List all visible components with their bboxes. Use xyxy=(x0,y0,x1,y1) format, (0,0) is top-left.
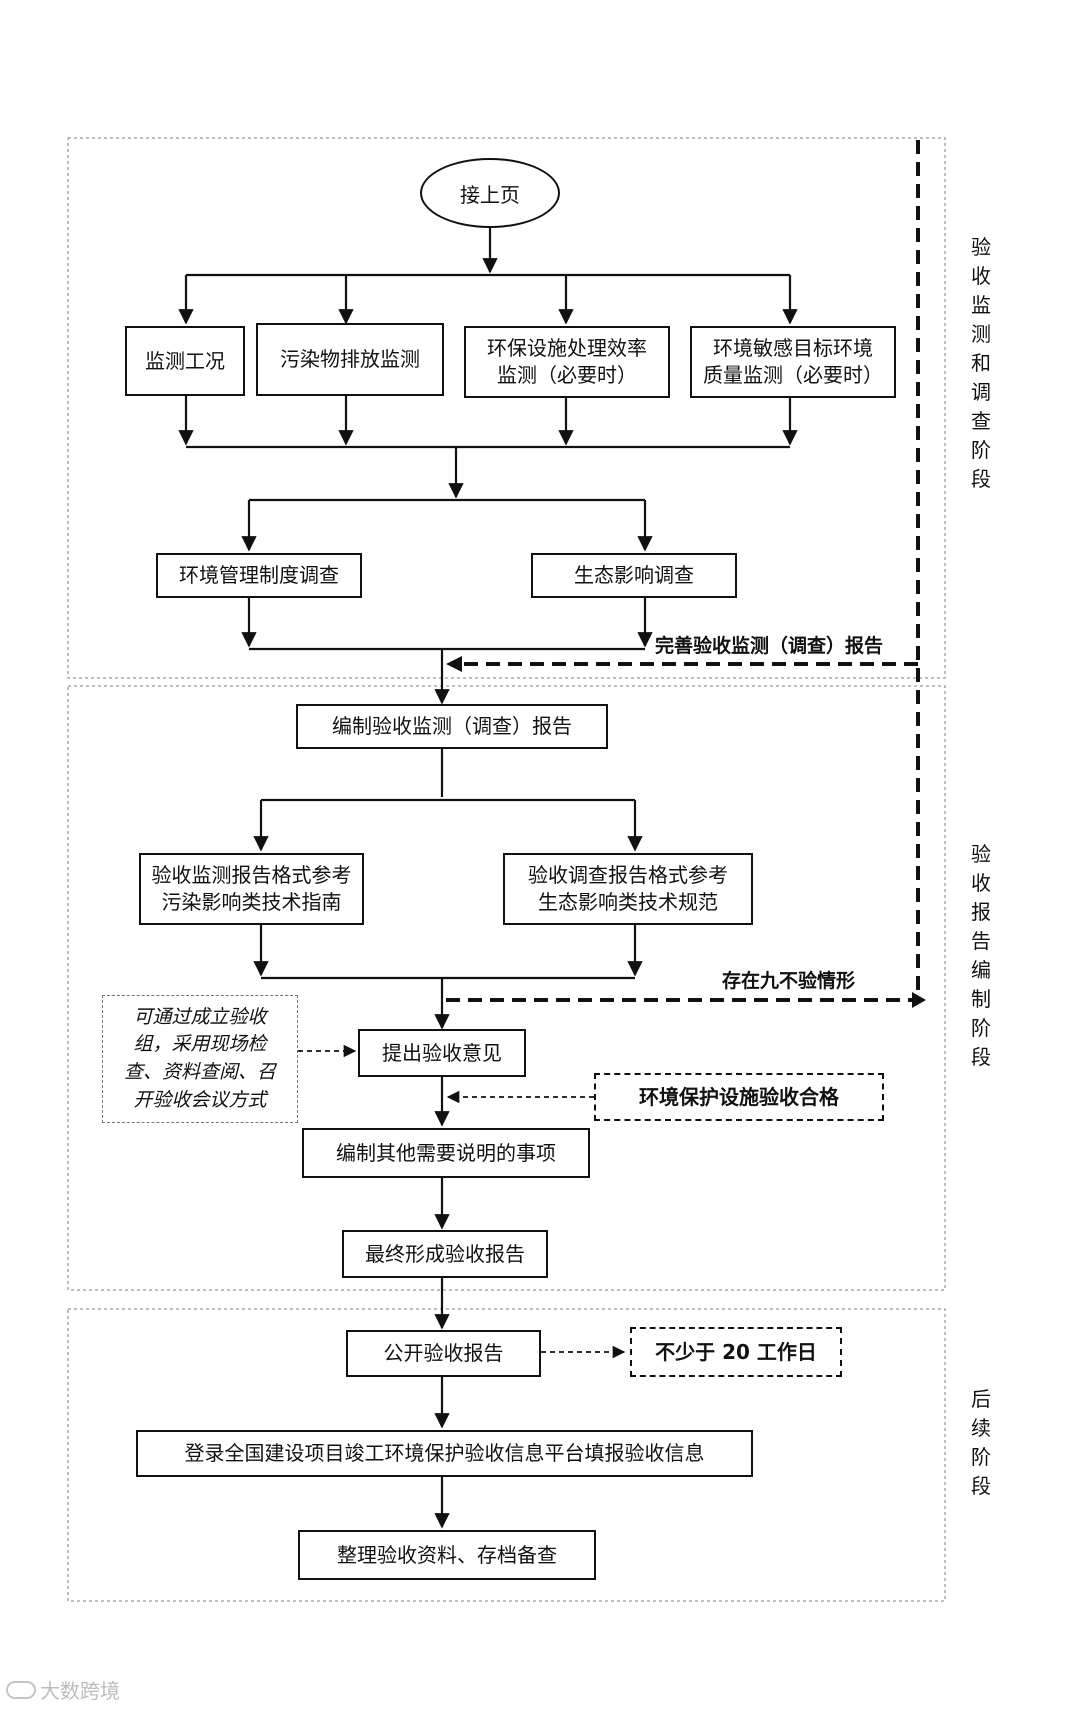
box-final-report: 最终形成验收报告 xyxy=(342,1230,548,1278)
box-sensitive-target-line2: 质量监测（必要时） xyxy=(703,363,883,387)
box-sensitive-target-line1: 环境敏感目标环境 xyxy=(713,336,873,360)
box-env-facility-qualified: 环境保护设施验收合格 xyxy=(594,1073,884,1121)
note-line4: 开验收会议方式 xyxy=(133,1088,267,1111)
stage-label-followup: 后续阶段 xyxy=(971,1387,991,1498)
note-line2: 组，采用现场检 xyxy=(133,1033,267,1056)
feedback-arrowhead xyxy=(446,656,462,672)
box-other-matters: 编制其他需要说明的事项 xyxy=(302,1128,590,1178)
box-facility-efficiency: 环保设施处理效率 监测（必要时） xyxy=(464,326,670,398)
nine-arrowhead xyxy=(912,992,926,1008)
watermark-text: 大数跨境 xyxy=(40,1679,120,1703)
stage-frame-3 xyxy=(67,1308,946,1602)
box-facility-efficiency-line2: 监测（必要时） xyxy=(497,363,637,387)
stage-label-monitoring: 验收监测和调查阶段 xyxy=(971,235,991,491)
watermark: 大数跨境 xyxy=(6,1675,120,1704)
box-propose-opinion: 提出验收意见 xyxy=(358,1029,526,1077)
box-survey-format-ref-line2: 生态影响类技术规范 xyxy=(538,890,718,914)
label-improve-report: 完善验收监测（调查）报告 xyxy=(655,635,884,657)
box-facility-efficiency-line1: 环保设施处理效率 xyxy=(487,336,647,360)
box-public-report: 公开验收报告 xyxy=(346,1330,541,1377)
note-line3: 查、资料查阅、召 xyxy=(123,1061,276,1083)
box-monitoring-format-ref-line1: 验收监测报告格式参考 xyxy=(151,863,352,887)
box-env-management-survey: 环境管理制度调查 xyxy=(156,553,362,598)
box-register-platform: 登录全国建设项目竣工环境保护验收信息平台填报验收信息 xyxy=(136,1430,753,1477)
box-survey-format-ref-line1: 验收调查报告格式参考 xyxy=(528,863,728,887)
note-opinion-methods: 可通过成立验收 组，采用现场检 查、资料查阅、召 开验收会议方式 xyxy=(102,995,298,1123)
watermark-logo-icon xyxy=(6,1680,36,1699)
box-ecological-survey: 生态影响调查 xyxy=(531,553,737,598)
box-archive: 整理验收资料、存档备查 xyxy=(298,1530,596,1580)
box-monitoring-conditions: 监测工况 xyxy=(125,326,245,396)
box-compile-report: 编制验收监测（调查）报告 xyxy=(296,704,608,749)
box-pollutant-emission: 污染物排放监测 xyxy=(256,323,444,396)
box-survey-format-ref: 验收调查报告格式参考 生态影响类技术规范 xyxy=(503,853,753,925)
box-min-days: 不少于 20 工作日 xyxy=(630,1327,842,1377)
stage-frame-2 xyxy=(67,685,946,1291)
stage-frame-1 xyxy=(67,137,946,679)
note-line1: 可通过成立验收 xyxy=(133,1005,267,1028)
stage-label-report: 验收报告编制阶段 xyxy=(971,842,991,1069)
box-monitoring-format-ref: 验收监测报告格式参考 污染影响类技术指南 xyxy=(139,853,364,925)
start-node: 接上页 xyxy=(420,158,560,228)
box-sensitive-target: 环境敏感目标环境 质量监测（必要时） xyxy=(690,326,896,398)
box-monitoring-format-ref-line2: 污染影响类技术指南 xyxy=(161,890,342,914)
label-nine-conditions: 存在九不验情形 xyxy=(722,970,856,992)
